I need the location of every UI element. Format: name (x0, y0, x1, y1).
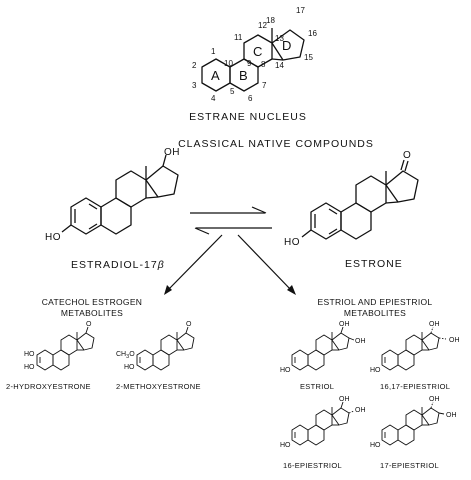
epiestriol-16-17-oh-b: OH (449, 337, 460, 344)
atom-number-12: 12 (258, 21, 267, 30)
atom-number-13: 13 (275, 34, 284, 43)
atom-number-1: 1 (211, 47, 216, 56)
epiestriol-17-structure (381, 401, 445, 446)
estrone-structure (301, 159, 419, 240)
methoxyestrone-structure (136, 326, 195, 371)
atom-number-7: 7 (262, 81, 267, 90)
epiestriol-16-17-label: 16,17-EPIESTRIOL (380, 382, 450, 391)
estradiol-ho: HO (45, 232, 61, 243)
catechol-heading-line2: METABOLITES (61, 308, 123, 318)
beta-symbol: β (157, 259, 165, 271)
estriol-structure (291, 326, 355, 371)
epiestriol-16-17-oh-a: OH (429, 321, 440, 328)
estradiol-label: ESTRADIOL-17β (71, 259, 165, 271)
epiestriol-16-structure (291, 401, 355, 446)
estrane-nucleus-structure: A B C D 1 2 3 4 5 6 7 8 9 10 11 12 13 14… (192, 6, 317, 103)
atom-number-8: 8 (261, 60, 266, 69)
estradiol-structure (61, 154, 179, 235)
atom-number-9: 9 (247, 59, 252, 68)
estrone-o: O (403, 150, 411, 161)
estriol-heading-line1: ESTRIOL AND EPIESTRIOL (318, 297, 433, 307)
hydroxyestrone-o: O (86, 321, 92, 328)
methoxyestrone-label: 2-METHOXYESTRONE (116, 382, 201, 391)
estrone-ho: HO (284, 237, 300, 248)
epiestriol-17-oh-b: OH (446, 412, 457, 419)
estriol-oh-16: OH (355, 338, 366, 345)
estriol-label: ESTRIOL (300, 382, 334, 391)
epiestriol-16-label: 16-EPIESTRIOL (283, 461, 342, 470)
atom-number-18: 18 (266, 16, 275, 25)
estriol-heading-line2: METABOLITES (344, 308, 406, 318)
ring-label-b: B (239, 68, 248, 83)
hydroxyestrone-ho-top: HO (24, 351, 35, 358)
atom-number-11: 11 (234, 33, 243, 42)
equilibrium-arrows (164, 206, 296, 295)
estrone-label: ESTRONE (345, 258, 403, 270)
estriol-oh-17: OH (339, 321, 350, 328)
ring-label-a: A (211, 68, 220, 83)
epiestriol-17-label: 17-EPIESTRIOL (380, 461, 439, 470)
methoxyestrone-ch3o: CH3O (116, 351, 135, 360)
epiestriol-17-ho: HO (370, 442, 381, 449)
ring-label-c: C (253, 44, 262, 59)
methoxyestrone-o: O (186, 321, 192, 328)
epiestriol-16-ho: HO (280, 442, 291, 449)
atom-number-3: 3 (192, 81, 197, 90)
hydroxyestrone-structure (36, 326, 95, 371)
ring-label-d: D (282, 38, 291, 53)
methoxyestrone-ho: HO (124, 364, 135, 371)
epiestriol-16-oh-a: OH (339, 396, 350, 403)
atom-number-16: 16 (308, 29, 317, 38)
hydroxyestrone-ho-bottom: HO (24, 364, 35, 371)
estradiol-oh: OH (164, 147, 180, 158)
epiestriol-17-oh-a: OH (429, 396, 440, 403)
hydroxyestrone-label: 2-HYDROXYESTRONE (6, 382, 91, 391)
atom-number-2: 2 (192, 61, 197, 70)
atom-number-10: 10 (224, 59, 233, 68)
epiestriol-16-oh-b: OH (355, 407, 366, 414)
atom-number-4: 4 (211, 94, 216, 103)
section-title: CLASSICAL NATIVE COMPOUNDS (178, 138, 374, 150)
catechol-heading-line1: CATECHOL ESTROGEN (42, 297, 143, 307)
atom-number-15: 15 (304, 53, 313, 62)
atom-number-17: 17 (296, 6, 305, 15)
atom-number-14: 14 (275, 61, 284, 70)
epiestriol-16-17-structure (381, 326, 447, 371)
estrane-nucleus-title: ESTRANE NUCLEUS (189, 111, 307, 123)
epiestriol-16-17-ho: HO (370, 367, 381, 374)
atom-number-5: 5 (230, 87, 235, 96)
atom-number-6: 6 (248, 94, 253, 103)
estriol-ho: HO (280, 367, 291, 374)
